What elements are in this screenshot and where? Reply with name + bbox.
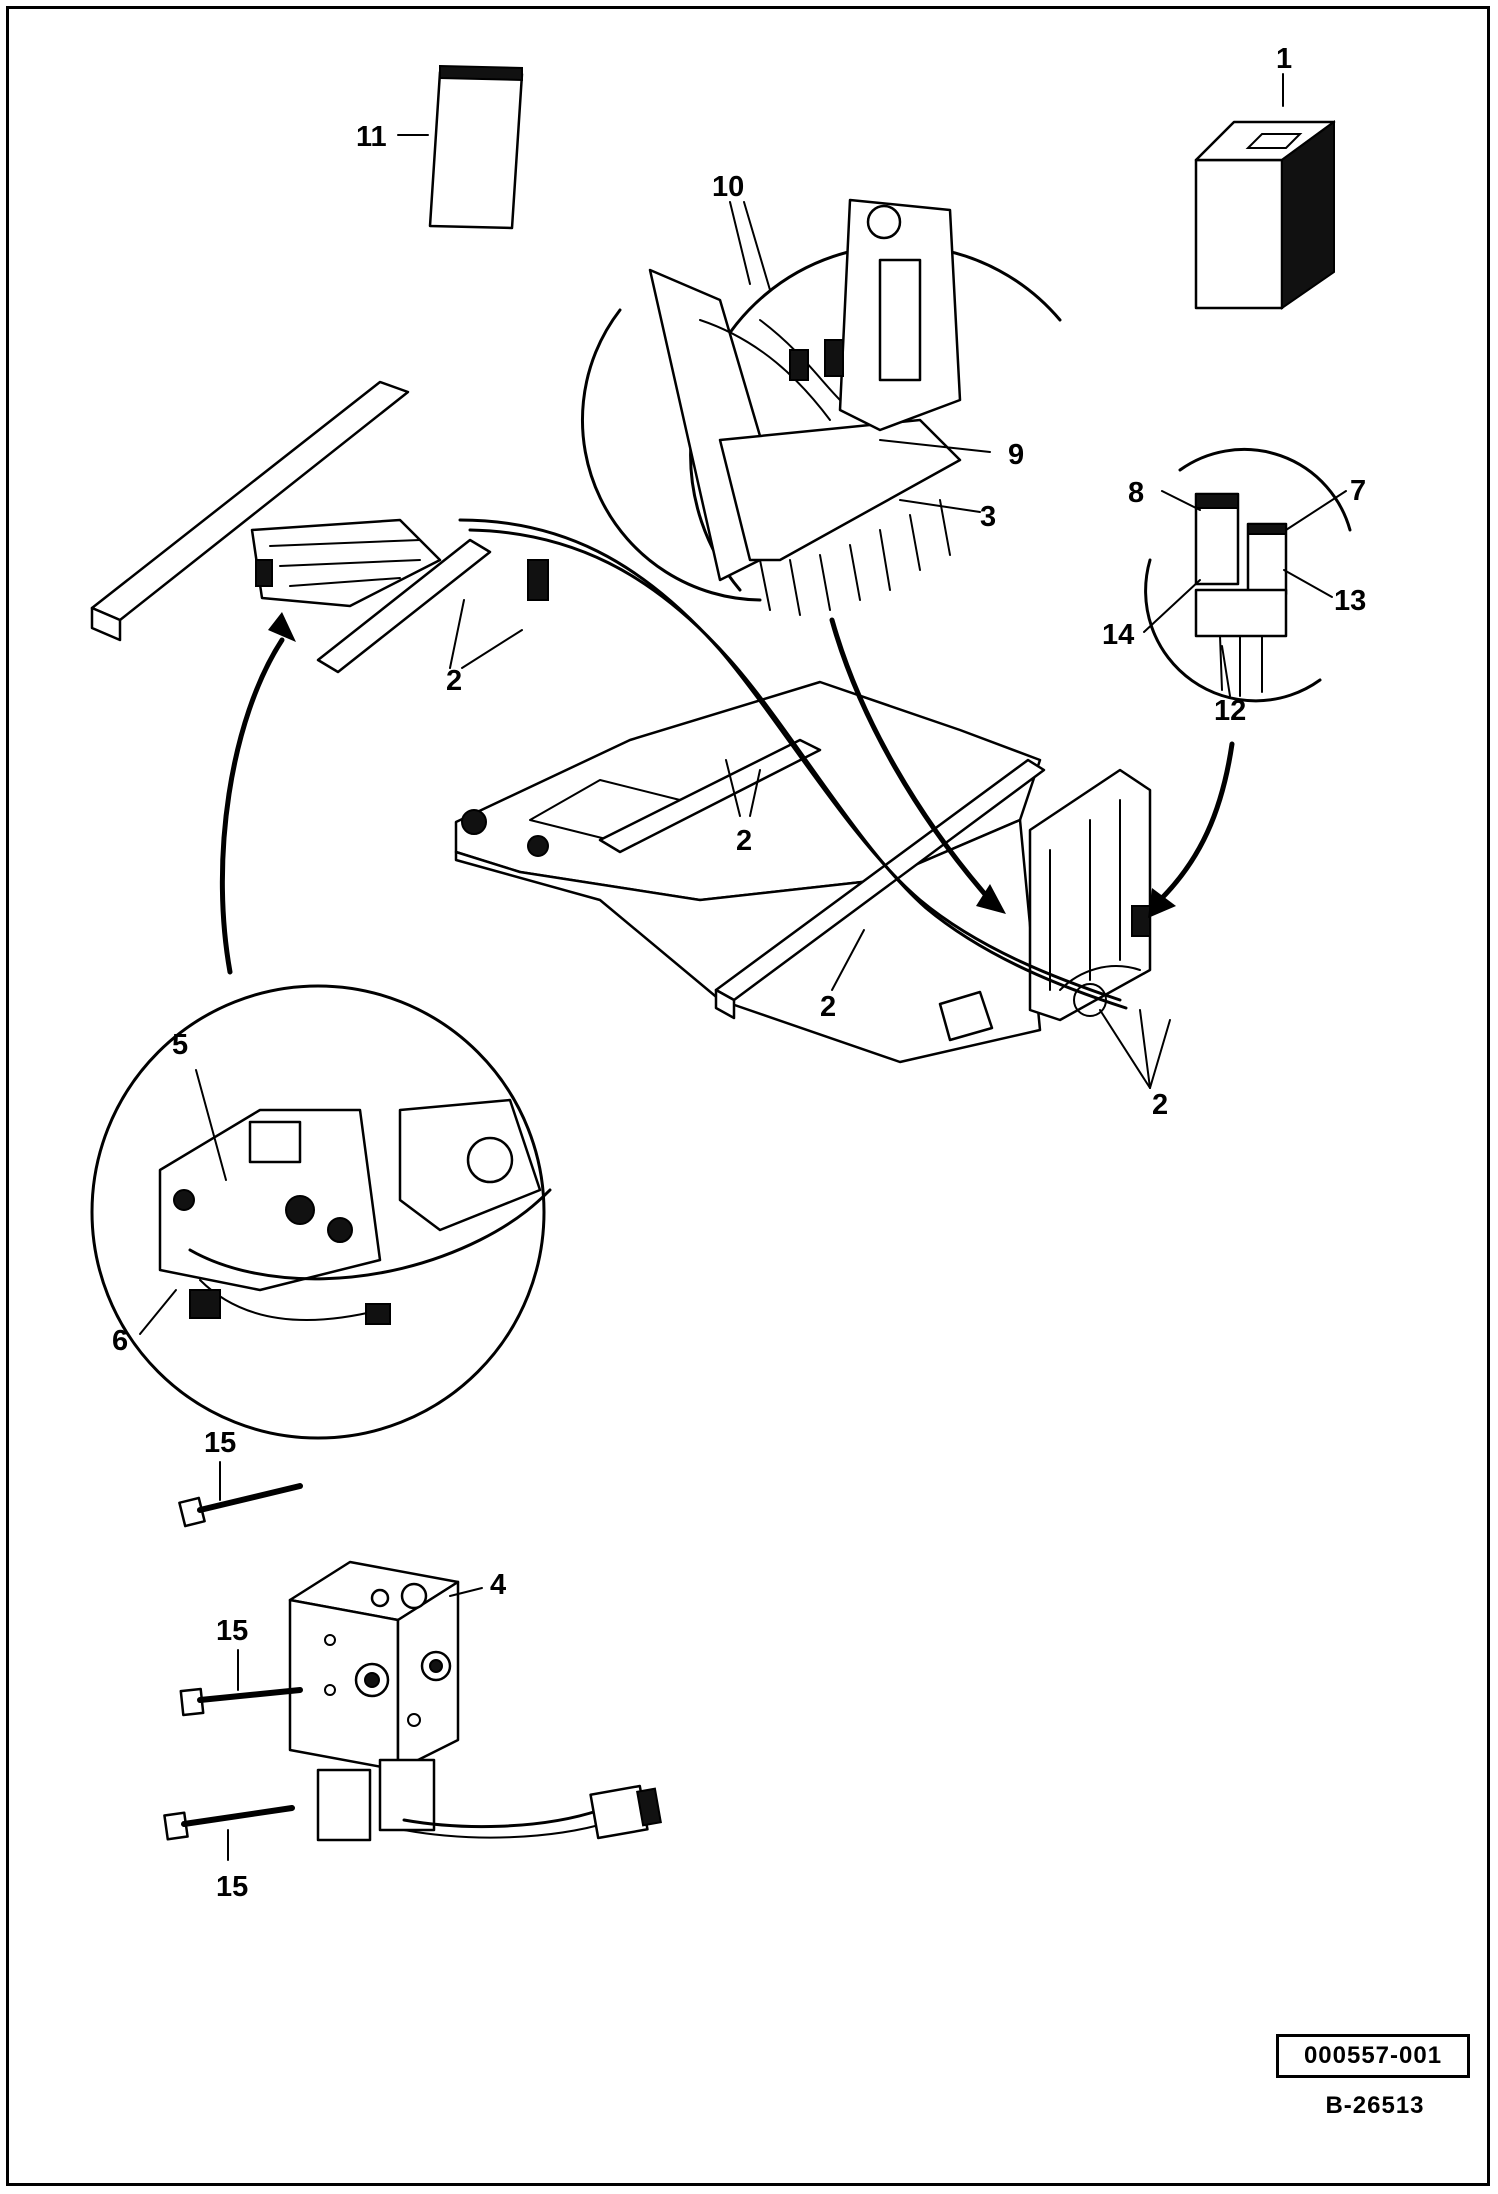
callout-9: 9 — [1008, 439, 1024, 471]
callout-1: 1 — [1276, 43, 1292, 75]
detail-circle-valve — [90, 984, 552, 1440]
callout-15-middle: 15 — [216, 1615, 248, 1647]
leader-arrows — [219, 612, 1235, 975]
leader-lines — [139, 73, 1347, 1861]
detail-circle-bracket — [580, 198, 1062, 616]
manual-part — [428, 64, 524, 230]
callout-5: 5 — [172, 1029, 188, 1061]
callout-7: 7 — [1350, 475, 1366, 507]
callout-2-right: 2 — [1152, 1089, 1168, 1121]
callout-14: 14 — [1102, 619, 1134, 651]
callout-labels: 1 11 10 9 3 8 7 13 14 12 2 2 2 2 5 6 15 … — [112, 43, 1366, 1903]
kit-box-part — [1194, 120, 1336, 310]
valve-block-part — [288, 1560, 662, 1842]
document-number: 000557-001 — [1303, 2042, 1443, 2069]
callout-15-lower: 15 — [216, 1871, 248, 1903]
callout-13: 13 — [1334, 585, 1366, 617]
callout-4: 4 — [490, 1569, 506, 1601]
callout-11: 11 — [356, 121, 387, 153]
callout-10: 10 — [712, 171, 744, 203]
callout-3: 3 — [980, 501, 996, 533]
detail-circle-connectors — [1144, 447, 1352, 703]
bolt-top — [178, 1483, 303, 1528]
figure-id: B-26513 — [1325, 2092, 1425, 2119]
document-number-box: 000557-001 — [1276, 2034, 1470, 2078]
callout-2-lower: 2 — [820, 991, 836, 1023]
callout-8: 8 — [1128, 477, 1144, 509]
callout-15-top: 15 — [204, 1427, 236, 1459]
callout-12: 12 — [1214, 695, 1246, 727]
bolt-middle — [179, 1687, 303, 1717]
bolt-lower — [163, 1805, 295, 1841]
drawing-frame — [6, 6, 1490, 2186]
valve-upper — [250, 518, 442, 608]
callout-2-upper-left: 2 — [446, 665, 462, 697]
callout-6: 6 — [112, 1325, 128, 1357]
machine-frame — [90, 380, 1152, 1064]
callout-2-center: 2 — [736, 825, 752, 857]
